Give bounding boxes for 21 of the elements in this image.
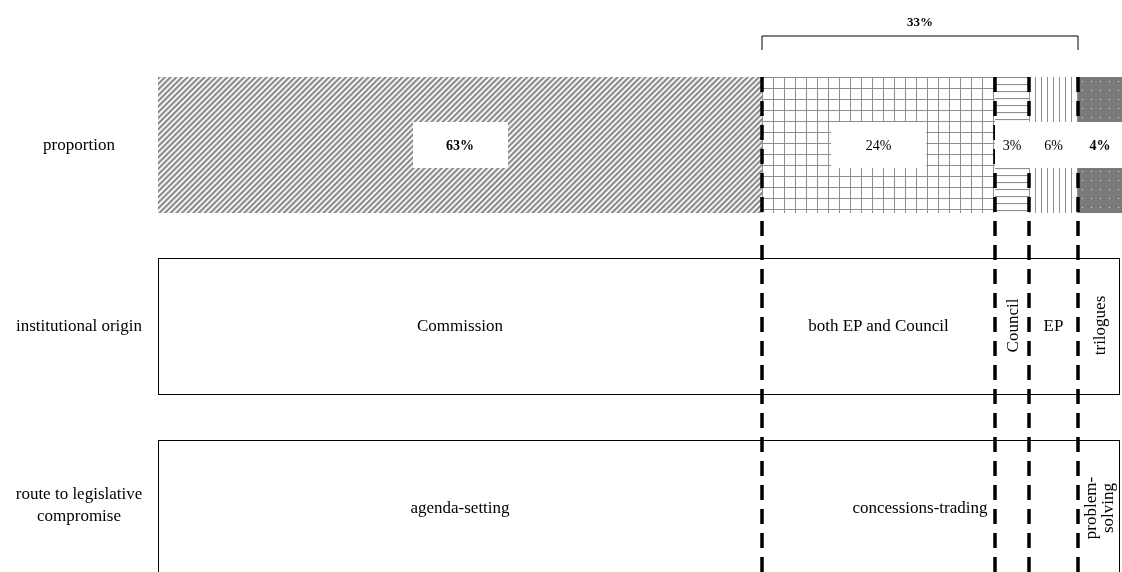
category-label: EP — [1043, 314, 1064, 337]
row-label: institutional origin — [14, 315, 144, 337]
category-label: trilogues — [1090, 294, 1108, 358]
bracket-label: 33% — [907, 14, 933, 29]
percent-label: 4% — [1089, 136, 1111, 155]
bar-segment — [1078, 77, 1122, 213]
percent-label: 3% — [1002, 136, 1022, 155]
row-label: proportion — [42, 134, 116, 156]
bar-segment — [158, 77, 762, 213]
percent-label: 24% — [865, 136, 892, 155]
percent-label: 6% — [1044, 136, 1063, 155]
category-label: agenda-setting — [410, 496, 510, 519]
category-label: Council — [1003, 297, 1021, 355]
row-label: route to legislative compromise — [14, 483, 144, 527]
category-label: concessions-trading — [852, 496, 988, 519]
bar-segment — [995, 77, 1029, 213]
bar-segment — [762, 77, 995, 213]
percent-label: 63% — [446, 136, 474, 155]
category-label: problem-solving — [1082, 475, 1116, 541]
category-label: Commission — [417, 314, 503, 337]
category-label: both EP and Council — [808, 314, 949, 337]
